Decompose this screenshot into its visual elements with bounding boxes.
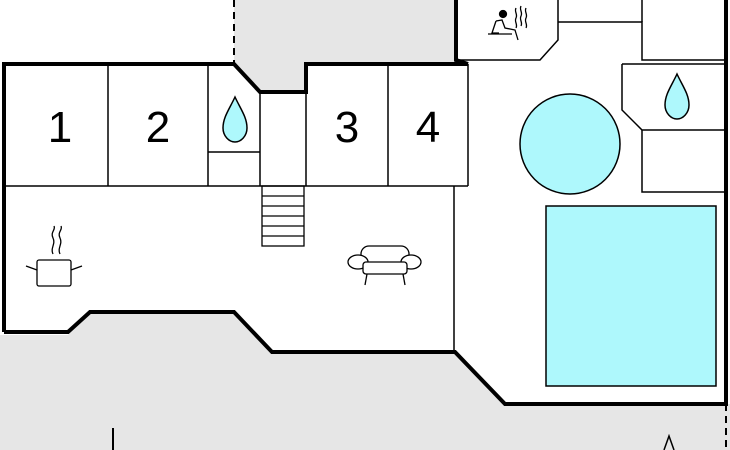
swimming-pool: [545, 205, 717, 387]
cooking-pot-icon: [25, 225, 83, 287]
stairs-icon: [261, 185, 305, 247]
outside-terrace: [0, 312, 730, 450]
outer-wall-sauna: [454, 0, 469, 66]
tree-icon: [663, 433, 675, 450]
outer-wall-bottom: [4, 0, 728, 406]
sauna-icon: [488, 5, 528, 41]
room-number-4: 4: [416, 103, 440, 152]
hot-tub: [519, 93, 621, 195]
water-drop-icon: [664, 72, 690, 120]
room-number-2: 2: [146, 103, 170, 152]
interior-walls: [4, 0, 726, 352]
water-drop-icon: [222, 95, 248, 143]
sofa-icon: [347, 245, 422, 286]
room-number-3: 3: [335, 103, 359, 152]
room-number-1: 1: [48, 103, 72, 152]
